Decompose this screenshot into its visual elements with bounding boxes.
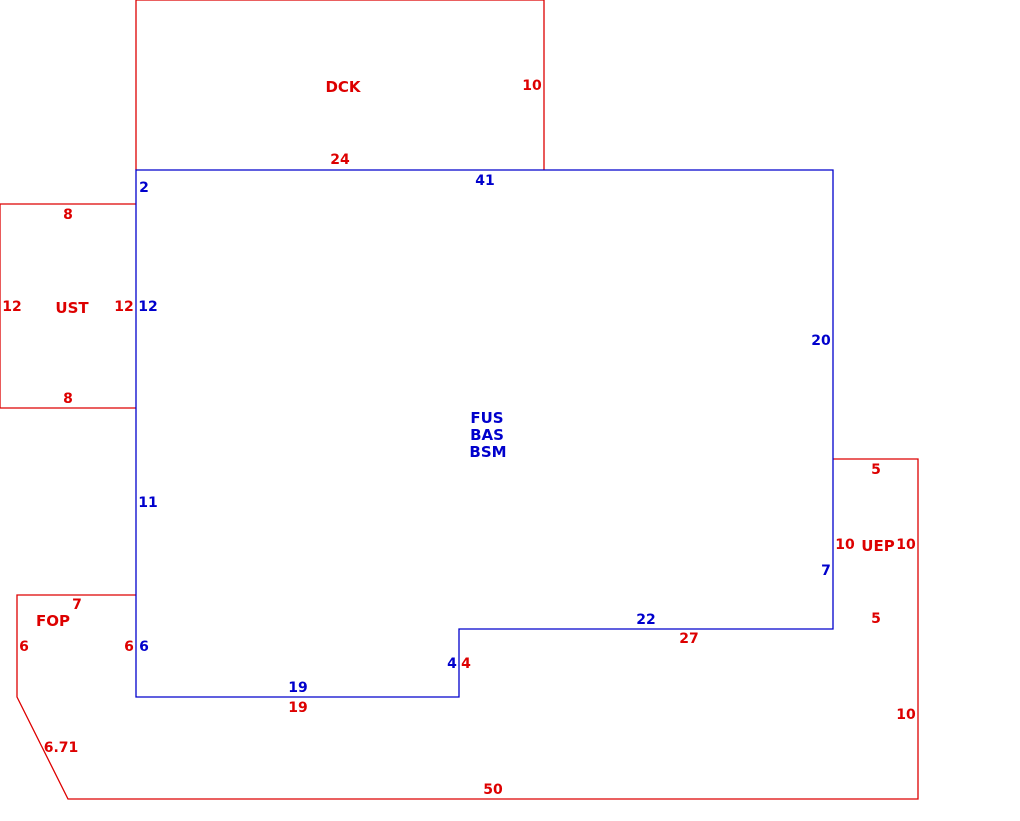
dim-porch-right: 10 [896,707,916,723]
dim-ust-right: 12 [114,299,133,315]
dim-fop-diagonal: 6.71 [44,740,79,756]
dim-uep-bottom: 5 [871,611,881,627]
dim-main-left-mid: 12 [138,299,157,315]
area-label-dck: DCK [325,78,361,96]
dim-main-left-top: 2 [139,180,149,196]
area-label-fop: FOP [36,612,70,630]
dim-fop-left: 6 [19,639,29,655]
dim-porch-inner-bottom: 19 [288,700,307,716]
dim-porch-bottom: 50 [483,782,503,798]
dim-fop-top: 7 [72,597,82,613]
dck-outline [135,0,545,170]
dim-main-bottom: 19 [288,680,307,696]
dim-main-top: 41 [475,173,494,189]
ust-outline [0,203,136,409]
dim-uep-top: 5 [871,462,881,478]
dim-main-step-bottom: 22 [636,612,655,628]
uep-outline [833,458,919,629]
area-label-ust: UST [55,299,89,317]
dim-porch-step-vertical: 4 [461,656,471,672]
main-outline [135,169,834,698]
dim-uep-right: 10 [896,537,916,553]
area-label-bas: BAS [470,426,504,444]
dim-main-right-lower: 7 [821,563,831,579]
dim-ust-left: 12 [2,299,21,315]
addition-outlines [0,0,919,800]
dim-ust-top: 8 [63,207,73,223]
area-label-fus: FUS [470,409,503,427]
area-label-bsm: BSM [469,443,506,461]
dim-main-left-bottom: 6 [139,639,149,655]
dim-dck-bottom: 24 [330,152,350,168]
dim-main-step-vertical: 4 [447,656,457,672]
dim-ust-bottom: 8 [63,391,73,407]
dim-fop-right: 6 [124,639,134,655]
dim-uep-left: 10 [835,537,855,553]
fop-outline [16,594,919,800]
dim-main-right: 20 [811,333,831,349]
dim-porch-step-top: 27 [679,631,698,647]
dim-dck-right: 10 [522,78,542,94]
area-label-uep: UEP [861,537,894,555]
dim-main-left-lower: 11 [138,495,157,511]
main-outline-group [135,169,834,698]
